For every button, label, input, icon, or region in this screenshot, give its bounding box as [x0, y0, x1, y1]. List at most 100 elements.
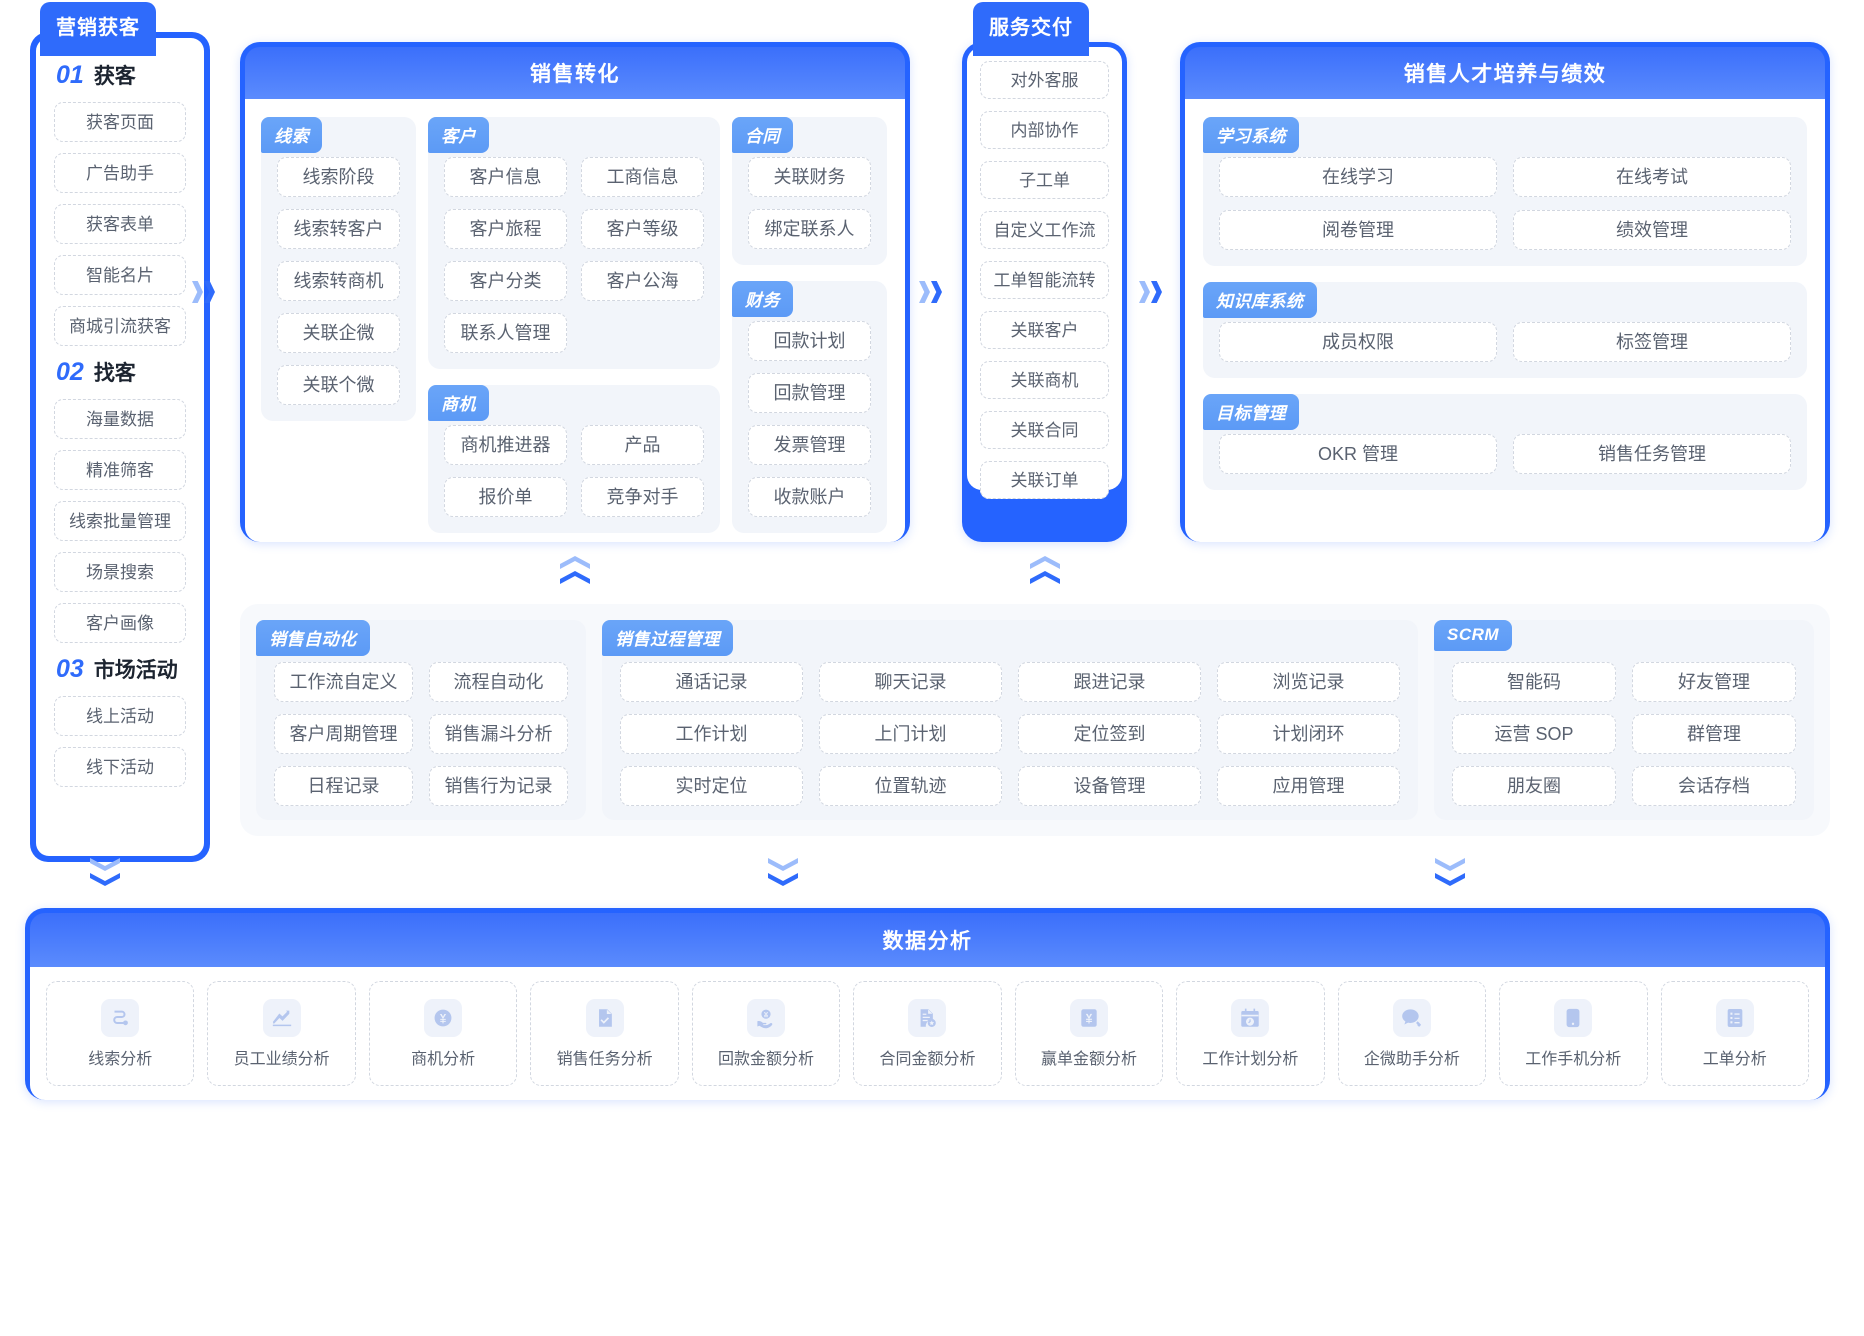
process-item[interactable]: 定位签到 — [1018, 714, 1201, 754]
feature-item[interactable]: 联系人管理 — [444, 313, 567, 353]
process-item[interactable]: 流程自动化 — [429, 662, 568, 702]
service-item[interactable]: 子工单 — [980, 161, 1109, 199]
marketing-item[interactable]: 客户画像 — [54, 603, 186, 643]
service-item[interactable]: 关联订单 — [980, 461, 1109, 499]
process-item[interactable]: 群管理 — [1632, 714, 1796, 754]
marketing-item[interactable]: 获客页面 — [54, 102, 186, 142]
feature-item[interactable]: 关联企微 — [277, 313, 400, 353]
process-item[interactable]: 聊天记录 — [819, 662, 1002, 702]
analysis-item[interactable]: 线索分析 — [46, 981, 195, 1086]
feature-item[interactable]: 发票管理 — [748, 425, 871, 465]
service-delivery-card: 对外客服内部协作子工单自定义工作流工单智能流转关联客户关联商机关联合同关联订单 — [962, 42, 1127, 542]
process-item[interactable]: 跟进记录 — [1018, 662, 1201, 702]
group-chip-label: 商机 — [428, 385, 489, 421]
feature-item[interactable]: 回款管理 — [748, 373, 871, 413]
service-item[interactable]: 关联商机 — [980, 361, 1109, 399]
lead-flow-icon — [101, 998, 140, 1037]
feature-item[interactable]: 客户信息 — [444, 157, 567, 197]
feature-item[interactable]: 回款计划 — [748, 321, 871, 361]
service-item[interactable]: 自定义工作流 — [980, 211, 1109, 249]
talent-item[interactable]: 在线学习 — [1219, 157, 1497, 197]
group-chip-label: 合同 — [732, 117, 793, 153]
process-item[interactable]: 工作流自定义 — [274, 662, 413, 702]
talent-item[interactable]: 绩效管理 — [1513, 210, 1791, 250]
analysis-item-label: 企微助手分析 — [1363, 1050, 1460, 1068]
marketing-section-number: 01 — [56, 61, 84, 89]
marketing-item[interactable]: 场景搜索 — [54, 552, 186, 592]
service-item[interactable]: 内部协作 — [980, 111, 1109, 149]
talent-item[interactable]: 销售任务管理 — [1513, 434, 1791, 474]
marketing-item[interactable]: 线上活动 — [54, 696, 186, 736]
marketing-item[interactable]: 线下活动 — [54, 747, 186, 787]
talent-performance-card: 销售人才培养与绩效 学习系统在线学习在线考试阅卷管理绩效管理知识库系统成员权限标… — [1180, 42, 1830, 542]
process-item[interactable]: 设备管理 — [1018, 766, 1201, 806]
service-item[interactable]: 工单智能流转 — [980, 261, 1109, 299]
talent-item[interactable]: 在线考试 — [1513, 157, 1791, 197]
process-item[interactable]: 好友管理 — [1632, 662, 1796, 702]
analysis-item[interactable]: 工单分析 — [1660, 981, 1809, 1086]
chevron-right-icon — [931, 281, 942, 303]
marketing-item[interactable]: 智能名片 — [54, 255, 186, 295]
analysis-item[interactable]: 赢单金额分析 — [1014, 981, 1164, 1086]
feature-item[interactable]: 工商信息 — [581, 157, 704, 197]
mobile-phone-icon — [1554, 998, 1593, 1037]
feature-item[interactable]: 收款账户 — [748, 477, 871, 517]
process-item[interactable]: 日程记录 — [274, 766, 413, 806]
analysis-item[interactable]: 员工业绩分析 — [207, 981, 356, 1086]
feature-item[interactable]: 线索转商机 — [277, 261, 400, 301]
service-item[interactable]: 关联合同 — [980, 411, 1109, 449]
process-item[interactable]: 浏览记录 — [1217, 662, 1400, 702]
feature-item[interactable]: 商机推进器 — [444, 425, 567, 465]
analysis-item[interactable]: 合同金额分析 — [853, 981, 1002, 1086]
marketing-item[interactable]: 海量数据 — [54, 399, 186, 439]
service-item[interactable]: 关联客户 — [980, 311, 1109, 349]
service-item[interactable]: 对外客服 — [980, 61, 1109, 99]
feature-item[interactable]: 绑定联系人 — [748, 209, 871, 249]
feature-item[interactable]: 产品 — [581, 425, 704, 465]
process-item[interactable]: 工作计划 — [620, 714, 803, 754]
process-item[interactable]: 销售漏斗分析 — [429, 714, 568, 754]
feature-item[interactable]: 客户等级 — [581, 209, 704, 249]
analysis-item[interactable]: 企微助手分析 — [1337, 981, 1487, 1086]
analysis-item[interactable]: 商机分析 — [368, 981, 518, 1086]
process-item[interactable]: 销售行为记录 — [429, 766, 568, 806]
process-item[interactable]: 朋友圈 — [1452, 766, 1616, 806]
talent-item[interactable]: 成员权限 — [1219, 322, 1497, 362]
feature-item[interactable]: 客户分类 — [444, 261, 567, 301]
process-item[interactable]: 计划闭环 — [1217, 714, 1400, 754]
feature-item[interactable]: 客户公海 — [581, 261, 704, 301]
marketing-item[interactable]: 获客表单 — [54, 204, 186, 244]
analysis-item[interactable]: 销售任务分析 — [530, 981, 679, 1086]
process-item[interactable]: 运营 SOP — [1452, 714, 1616, 754]
marketing-item[interactable]: 精准筛客 — [54, 450, 186, 490]
analysis-item[interactable]: 工作计划分析 — [1176, 981, 1325, 1086]
feature-item[interactable]: 报价单 — [444, 477, 567, 517]
process-item[interactable]: 位置轨迹 — [819, 766, 1002, 806]
process-item[interactable]: 应用管理 — [1217, 766, 1400, 806]
process-item[interactable]: 实时定位 — [620, 766, 803, 806]
process-item[interactable]: 智能码 — [1452, 662, 1616, 702]
feature-item[interactable]: 竞争对手 — [581, 477, 704, 517]
process-item[interactable]: 通话记录 — [620, 662, 803, 702]
process-item[interactable]: 上门计划 — [819, 714, 1002, 754]
talent-item[interactable]: OKR 管理 — [1219, 434, 1497, 474]
marketing-item[interactable]: 广告助手 — [54, 153, 186, 193]
analysis-item[interactable]: 工作手机分析 — [1499, 981, 1648, 1086]
analysis-item[interactable]: 回款金额分析 — [691, 981, 841, 1086]
talent-item[interactable]: 阅卷管理 — [1219, 210, 1497, 250]
feature-item[interactable]: 线索阶段 — [277, 157, 400, 197]
feature-item[interactable]: 客户旅程 — [444, 209, 567, 249]
process-item[interactable]: 会话存档 — [1632, 766, 1796, 806]
talent-item[interactable]: 标签管理 — [1513, 322, 1791, 362]
feature-item[interactable]: 线索转客户 — [277, 209, 400, 249]
feature-item[interactable]: 关联财务 — [748, 157, 871, 197]
feature-item[interactable]: 关联个微 — [277, 365, 400, 405]
sales-process-band: 销售自动化工作流自定义流程自动化客户周期管理销售漏斗分析日程记录销售行为记录 销… — [240, 604, 1830, 836]
chevron-down-icon — [90, 858, 120, 871]
marketing-item[interactable]: 商城引流获客 — [54, 306, 186, 346]
process-item[interactable]: 客户周期管理 — [274, 714, 413, 754]
talent-group-items: 成员权限标签管理 — [1219, 322, 1791, 362]
marketing-item[interactable]: 线索批量管理 — [54, 501, 186, 541]
